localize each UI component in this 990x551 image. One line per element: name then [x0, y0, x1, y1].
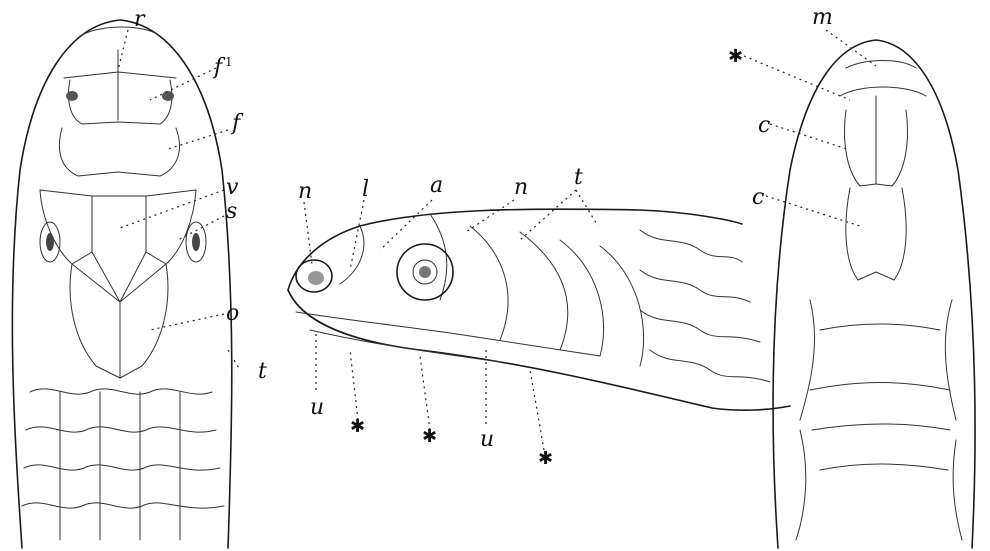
label-ventral-c-lower: c	[752, 185, 764, 210]
label-dorsal-t: t	[258, 359, 267, 384]
label-ventral-c-upper: c	[758, 113, 770, 138]
dorsal-leader-lines	[118, 30, 240, 370]
star-marker-ventral: ✱	[728, 46, 743, 67]
lateral-head-view	[288, 209, 790, 410]
lateral-labels: n l a n t u u ✱ ✱ ✱	[298, 165, 583, 469]
label-dorsal-s: s	[226, 199, 237, 224]
label-lateral-t: t	[574, 165, 583, 190]
label-lateral-l: l	[362, 177, 369, 202]
label-lateral-u-left: u	[310, 395, 324, 420]
lateral-leader-lines	[304, 190, 598, 450]
star-marker-1: ✱	[350, 416, 365, 437]
ventral-head-view	[773, 40, 975, 548]
star-marker-2: ✱	[422, 426, 437, 447]
label-dorsal-v: v	[226, 175, 239, 200]
label-dorsal-r: r	[134, 7, 146, 32]
label-lateral-a: a	[430, 173, 443, 198]
label-lateral-n-left: n	[298, 179, 312, 204]
label-lateral-n-top: n	[514, 175, 528, 200]
ventral-labels: m ✱ c c	[728, 5, 833, 210]
label-dorsal-f1-sup: 1	[225, 55, 233, 69]
label-ventral-m: m	[812, 5, 833, 30]
label-lateral-u-right: u	[480, 427, 494, 452]
label-dorsal-f1: f	[212, 55, 226, 80]
label-dorsal-f: f	[230, 111, 244, 136]
star-marker-3: ✱	[538, 448, 553, 469]
dorsal-head-view	[12, 20, 231, 548]
label-dorsal-o: o	[226, 301, 239, 326]
